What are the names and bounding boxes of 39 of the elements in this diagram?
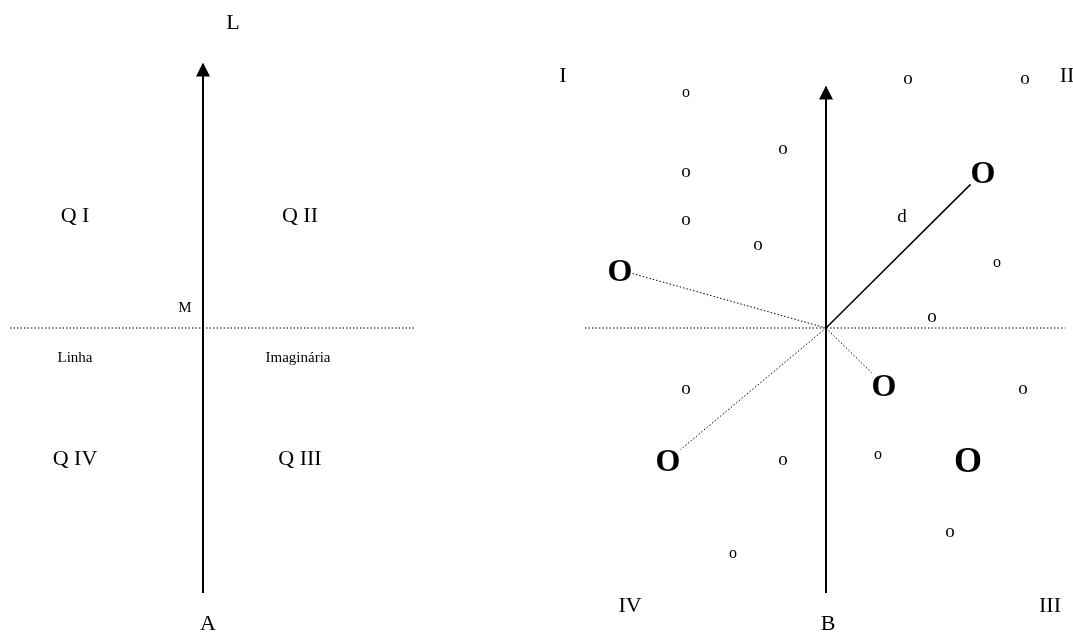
point-label: o bbox=[681, 377, 691, 397]
point-label: d bbox=[897, 205, 907, 225]
text-label: Imaginária bbox=[265, 349, 331, 365]
point-marker: O bbox=[607, 254, 633, 286]
text-label: Q II bbox=[282, 204, 318, 226]
point-label: o bbox=[945, 520, 955, 540]
text-label: L bbox=[226, 11, 240, 33]
point-marker: O bbox=[655, 444, 681, 476]
text-label: Q IV bbox=[52, 447, 98, 469]
point-label: o bbox=[1020, 67, 1030, 87]
text-label: Linha bbox=[57, 349, 93, 365]
text-label: Q III bbox=[278, 447, 322, 469]
text-label: A bbox=[200, 612, 216, 634]
point-label: o bbox=[753, 233, 763, 253]
point-label: o bbox=[1018, 377, 1028, 397]
text-label: II bbox=[1059, 64, 1073, 86]
text-label: B bbox=[820, 612, 836, 634]
point-label: o bbox=[903, 67, 913, 87]
point-label: o bbox=[778, 137, 788, 157]
point-label: o bbox=[729, 545, 737, 561]
point-label: o bbox=[681, 208, 691, 228]
point-label: o bbox=[681, 160, 691, 180]
connector-line bbox=[825, 327, 873, 374]
point-label: o bbox=[874, 446, 882, 462]
text-label: M bbox=[178, 299, 192, 315]
text-label: I bbox=[559, 64, 567, 86]
text-label: IV bbox=[618, 594, 642, 616]
point-marker: O bbox=[970, 156, 996, 188]
text-label: III bbox=[1039, 594, 1061, 616]
text-label: Q I bbox=[60, 204, 90, 226]
point-label: o bbox=[927, 305, 937, 325]
connector-line bbox=[679, 327, 827, 451]
point-marker: O bbox=[871, 369, 897, 401]
connector-line bbox=[631, 273, 827, 329]
point-label: o bbox=[778, 448, 788, 468]
point-marker: O bbox=[954, 442, 982, 478]
point-label: o bbox=[993, 254, 1001, 270]
connector-line bbox=[825, 183, 972, 329]
point-label: o bbox=[682, 84, 690, 100]
